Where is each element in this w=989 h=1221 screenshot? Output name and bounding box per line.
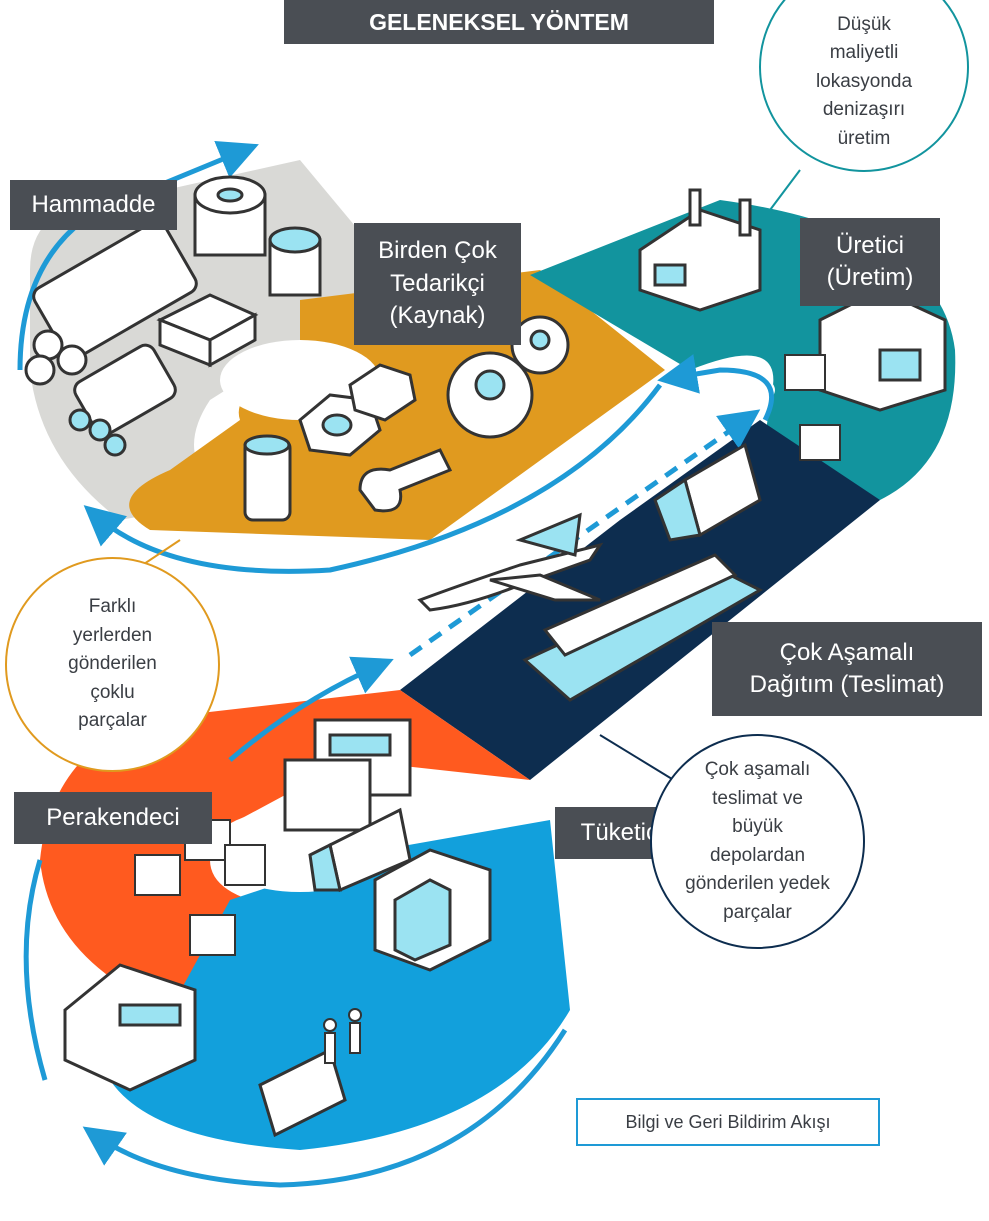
callout-multi-parts: Farklı yerlerden gönderilen çoklu parçal… (5, 557, 220, 772)
page-title: GELENEKSEL YÖNTEM (284, 0, 714, 44)
flow-arrow-upper-return (83, 383, 663, 574)
metal-coil-icon (193, 175, 322, 297)
legend-info-flow: Bilgi ve Geri Bildirim Akışı (576, 1098, 880, 1146)
boxes-icon (784, 354, 841, 461)
people-handoff-icon (323, 1008, 362, 1064)
container-ship-icon (522, 553, 764, 702)
flow-arrow-diagonal (408, 409, 761, 658)
stage-label-suppliers: Birden Çok Tedarikçi (Kaynak) (354, 223, 521, 345)
retailer-band (40, 690, 530, 1010)
pipes-icon (24, 220, 198, 457)
callout-offshore-production: Düşük maliyetli lokasyonda denizaşırı ür… (759, 0, 969, 172)
bolt-icon (243, 434, 453, 522)
stage-label-raw-material: Hammadde (10, 180, 177, 230)
stage-label-manufacturer: Üretici (Üretim) (800, 218, 940, 306)
flow-arrow-loop-right (657, 354, 775, 422)
connector-offshore (769, 169, 801, 211)
warehouse-retail-icon (63, 963, 197, 1092)
hex-nuts-icon (298, 363, 417, 457)
van-icon (258, 1047, 347, 1138)
truck-icon (653, 442, 762, 542)
airplane-icon (417, 512, 604, 612)
flow-arrow-middle (228, 656, 394, 762)
factory-icon (638, 188, 762, 312)
gears-icon (446, 315, 570, 439)
house-icon (373, 848, 492, 972)
callout-spare-parts: Çok aşamalı teslimat ve büyük depolardan… (650, 734, 865, 949)
store-building-icon (283, 718, 412, 832)
stage-label-distribution: Çok Aşamalı Dağıtım (Teslimat) (712, 622, 982, 716)
flow-arrow-bottom (82, 1028, 568, 1188)
stage-label-retailer: Perakendeci (14, 792, 212, 844)
metal-ingot-icon (156, 293, 259, 368)
flow-arrow-left (23, 859, 48, 1081)
